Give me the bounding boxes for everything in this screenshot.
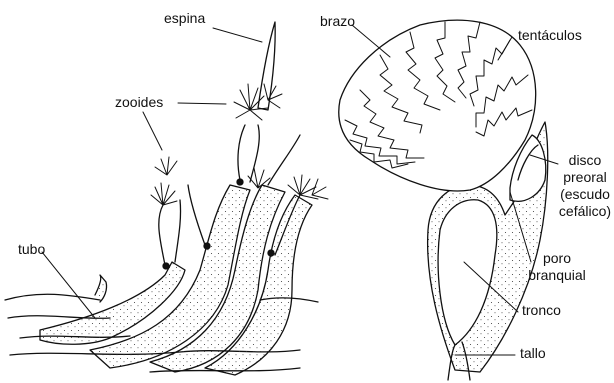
label-poro-line-1: poro: [524, 250, 590, 267]
label-poro-line-2: branquial: [524, 267, 590, 284]
label-zooides: zooides: [115, 94, 163, 111]
label-disco-preoral-line-4: cefálico): [556, 203, 614, 220]
label-tentaculos: tentáculos: [518, 27, 582, 44]
right-zooid: [339, 20, 548, 380]
label-poro-branquial: poro branquial: [524, 250, 590, 284]
label-disco-preoral-line-2: preoral: [556, 169, 614, 186]
label-brazo: brazo: [320, 13, 355, 30]
label-disco-preoral-line-3: (escudo: [556, 186, 614, 203]
label-tallo: tallo: [520, 345, 546, 362]
label-disco-preoral: disco preoral (escudo cefálico): [556, 152, 614, 220]
label-disco-preoral-line-1: disco: [556, 152, 614, 169]
left-colony: [5, 22, 328, 375]
spine: [258, 22, 275, 110]
label-espina: espina: [164, 10, 205, 27]
label-tubo: tubo: [18, 241, 45, 258]
label-tronco: tronco: [522, 302, 561, 319]
